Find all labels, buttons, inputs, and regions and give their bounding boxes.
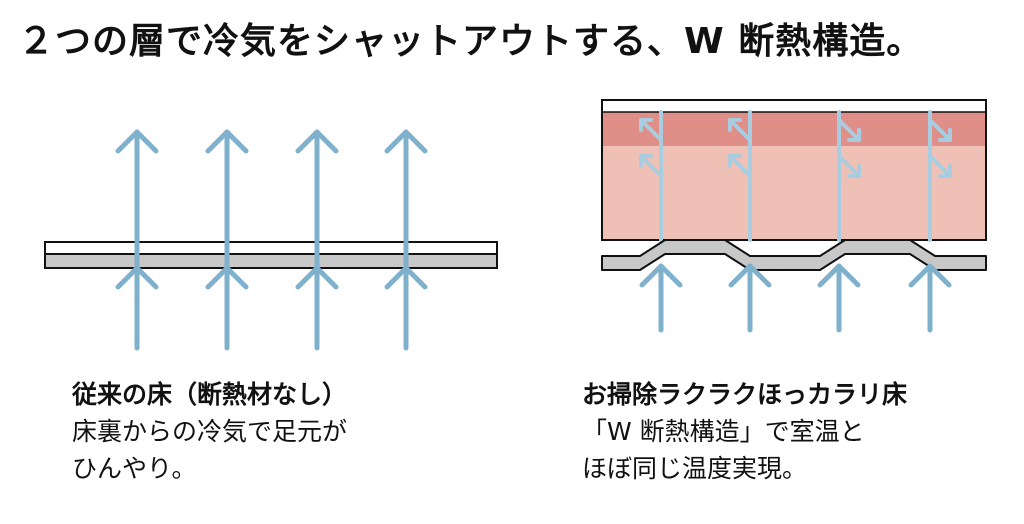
corrugated-floor-board [601, 239, 987, 271]
w-insulation-line2: ほぼ同じ温度実現。 [582, 454, 808, 483]
cold-air-arrow [817, 263, 861, 333]
conventional-floor-heading: 従来の床（断熱材なし） [72, 380, 348, 409]
floor-board-base [44, 253, 498, 269]
cold-air-arrow [728, 263, 772, 333]
w-insulation-line1: 「W 断熱構造」で室温と [582, 417, 865, 446]
top-cover-layer [602, 100, 986, 112]
conventional-floor-caption: 従来の床（断熱材なし） 床裏からの冷気で足元が ひんやり。 [72, 376, 347, 487]
conventional-floor-line1: 床裏からの冷気で足元が [72, 417, 348, 446]
floor-board-top [44, 241, 498, 255]
cold-air-arrow [639, 263, 683, 333]
insulation-layer-top [602, 112, 986, 146]
insulation-layer-body [602, 146, 986, 240]
cold-air-arrows-left [115, 129, 428, 351]
deflected-air-arrows [639, 110, 952, 242]
page-title: ２つの層で冷気をシャットアウトする、W 断熱構造。 [18, 21, 924, 62]
w-insulation-heading: お掃除ラクラクほっカラリ床 [582, 380, 908, 409]
w-insulation-caption: お掃除ラクラクほっカラリ床 「W 断熱構造」で室温と ほぼ同じ温度実現。 [582, 376, 907, 487]
cold-air-arrows-right [639, 263, 952, 333]
w-insulation-diagram [601, 99, 987, 333]
conventional-floor-diagram [44, 129, 498, 351]
cold-air-arrow [908, 263, 952, 333]
conventional-floor-line2: ひんやり。 [72, 454, 197, 483]
